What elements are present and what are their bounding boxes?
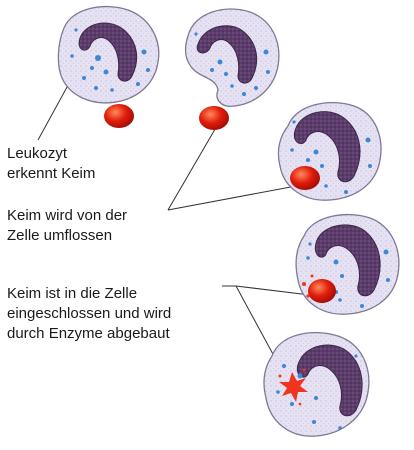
enzyme-dots	[302, 274, 314, 298]
nucleus	[196, 25, 258, 84]
germ-4	[308, 279, 336, 303]
label-step2-line2: Zelle umflossen	[7, 227, 113, 244]
germ-3	[290, 166, 320, 190]
label-step2-line1: Keim wird von der	[7, 207, 128, 224]
cell-2-engulfing	[184, 8, 280, 107]
label-step1: Leukozyt erkennt Keim	[7, 144, 95, 184]
leader-line-step3	[222, 285, 311, 296]
label-step3-line3: durch Enzyme abgebaut	[7, 325, 170, 342]
nucleus	[293, 111, 361, 183]
cell-1-leukocyte	[57, 6, 160, 104]
granules	[306, 242, 390, 308]
granules	[276, 354, 358, 430]
granules	[290, 120, 372, 194]
cell-stipple	[58, 6, 159, 103]
label-step1-line2: erkennt Keim	[7, 165, 96, 182]
nucleus	[314, 224, 381, 297]
leader-line-step1	[37, 77, 73, 141]
enzyme-dots	[278, 368, 306, 406]
label-step3: Keim ist in die Zelle eingeschlossen und …	[7, 284, 171, 344]
cell-3-enclosing	[277, 101, 382, 201]
cell-4-enclosed	[295, 213, 400, 315]
label-step3-line2: eingeschlossen und wird	[7, 305, 172, 322]
cell-5-degrading	[263, 331, 370, 437]
granules	[194, 32, 270, 96]
label-step3-line1: Keim ist in die Zelle	[7, 285, 138, 302]
enzyme-burst	[279, 372, 308, 402]
germ-2	[199, 106, 229, 130]
nucleus	[296, 344, 363, 417]
germ-1	[104, 104, 134, 128]
granules	[70, 28, 150, 92]
leader-line-step2-b	[167, 185, 297, 211]
label-step1-line1: Leukozyt	[7, 145, 68, 162]
nucleus	[78, 22, 138, 82]
